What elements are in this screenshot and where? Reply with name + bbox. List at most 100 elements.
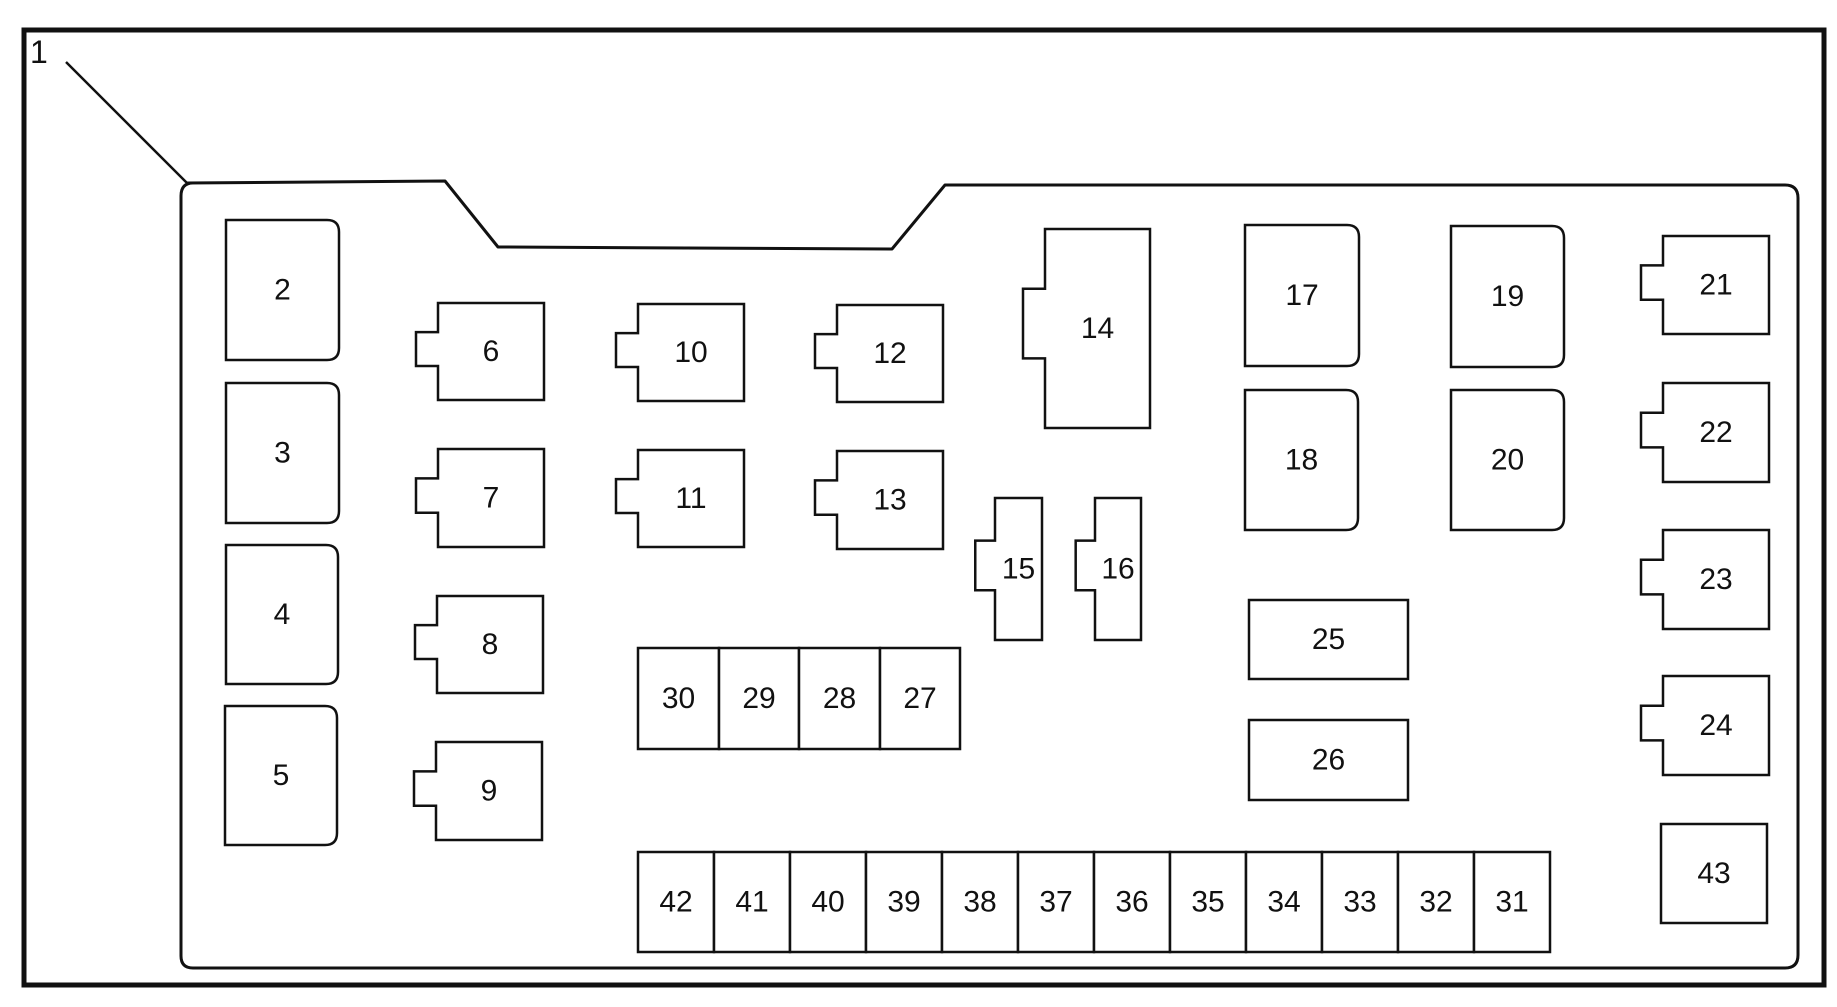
component-26-label: 26 xyxy=(1312,744,1345,777)
component-31-label: 31 xyxy=(1495,886,1528,919)
component-35: 35 xyxy=(1168,850,1248,954)
component-7-label: 7 xyxy=(483,482,500,515)
component-4-label: 4 xyxy=(274,598,291,631)
component-26-outline xyxy=(1247,718,1410,802)
component-6: 6 xyxy=(414,301,546,402)
component-37-label: 37 xyxy=(1039,886,1072,919)
component-3: 3 xyxy=(224,381,341,525)
component-32: 32 xyxy=(1396,850,1476,954)
component-31: 31 xyxy=(1472,850,1552,954)
component-10-label: 10 xyxy=(674,336,707,369)
component-11: 11 xyxy=(614,448,746,549)
callout-leader-line xyxy=(65,61,188,184)
component-6-label: 6 xyxy=(483,335,500,368)
component-13-label: 13 xyxy=(873,484,906,517)
component-24-outline xyxy=(1639,674,1771,777)
component-37: 37 xyxy=(1016,850,1096,954)
component-30: 30 xyxy=(636,646,721,751)
component-25-outline xyxy=(1247,598,1410,681)
component-34-label: 34 xyxy=(1267,886,1300,919)
component-17-label: 17 xyxy=(1285,279,1318,312)
component-38-label: 38 xyxy=(963,886,996,919)
component-29-label: 29 xyxy=(742,682,775,715)
component-33-label: 33 xyxy=(1343,886,1376,919)
component-5: 5 xyxy=(223,704,339,847)
component-22: 22 xyxy=(1639,381,1771,484)
component-11-outline xyxy=(614,448,746,549)
component-25: 25 xyxy=(1247,598,1410,681)
component-14-label: 14 xyxy=(1081,312,1114,345)
component-41-label: 41 xyxy=(735,886,768,919)
component-8: 8 xyxy=(413,594,545,695)
component-27-outline xyxy=(878,646,962,751)
component-18-label: 18 xyxy=(1285,444,1318,477)
component-2-outline xyxy=(224,218,341,362)
component-18: 18 xyxy=(1243,388,1360,532)
component-27: 27 xyxy=(878,646,962,751)
component-16-outline xyxy=(1074,496,1143,642)
component-13-outline xyxy=(813,449,945,551)
outer-frame xyxy=(21,27,1827,988)
component-35-label: 35 xyxy=(1191,886,1224,919)
component-10-outline xyxy=(614,302,746,403)
component-23-outline xyxy=(1639,528,1771,631)
component-6-outline xyxy=(414,301,546,402)
component-4-outline xyxy=(224,543,340,686)
component-39-label: 39 xyxy=(887,886,920,919)
component-16: 16 xyxy=(1074,496,1143,642)
component-3-outline xyxy=(224,381,341,525)
component-11-label: 11 xyxy=(675,482,706,515)
component-41: 41 xyxy=(712,850,792,954)
callout-label-1: 1 xyxy=(30,34,48,70)
component-14: 14 xyxy=(1021,227,1152,430)
fuse-box-outline xyxy=(179,179,1800,970)
component-42: 42 xyxy=(636,850,716,954)
component-15: 15 xyxy=(974,496,1044,642)
component-3-label: 3 xyxy=(274,437,291,470)
component-39: 39 xyxy=(864,850,944,954)
component-18-outline xyxy=(1243,388,1360,532)
component-30-label: 30 xyxy=(662,682,695,715)
component-4: 4 xyxy=(224,543,340,686)
component-15-label: 15 xyxy=(1002,553,1035,586)
component-33: 33 xyxy=(1320,850,1400,954)
component-36-label: 36 xyxy=(1115,886,1148,919)
component-23: 23 xyxy=(1639,528,1771,631)
component-31-outline xyxy=(1472,850,1552,954)
component-40: 40 xyxy=(788,850,868,954)
component-43: 43 xyxy=(1659,822,1769,925)
component-9-label: 9 xyxy=(481,775,498,808)
component-34: 34 xyxy=(1244,850,1324,954)
component-19-label: 19 xyxy=(1491,280,1524,313)
component-27-label: 27 xyxy=(903,682,936,715)
component-23-label: 23 xyxy=(1699,563,1732,596)
component-43-outline xyxy=(1659,822,1769,925)
component-28-label: 28 xyxy=(823,682,856,715)
component-8-outline xyxy=(413,594,545,695)
component-26: 26 xyxy=(1247,718,1410,802)
component-10: 10 xyxy=(614,302,746,403)
component-25-label: 25 xyxy=(1312,623,1345,656)
component-9-outline xyxy=(412,740,544,842)
component-19: 19 xyxy=(1449,224,1566,369)
component-5-label: 5 xyxy=(273,759,290,792)
component-32-label: 32 xyxy=(1419,886,1452,919)
component-5-outline xyxy=(223,704,339,847)
component-9: 9 xyxy=(412,740,544,842)
component-20: 20 xyxy=(1449,388,1566,532)
component-7: 7 xyxy=(414,447,546,549)
component-12-label: 12 xyxy=(873,337,906,370)
component-38: 38 xyxy=(940,850,1020,954)
component-13: 13 xyxy=(813,449,945,551)
component-22-label: 22 xyxy=(1699,416,1732,449)
component-2-label: 2 xyxy=(274,274,291,307)
component-15-outline xyxy=(974,496,1044,642)
component-2: 2 xyxy=(224,218,341,362)
component-12: 12 xyxy=(813,303,945,404)
component-16-label: 16 xyxy=(1101,553,1134,586)
component-19-outline xyxy=(1449,224,1566,369)
component-21-label: 21 xyxy=(1699,269,1732,302)
component-7-outline xyxy=(414,447,546,549)
